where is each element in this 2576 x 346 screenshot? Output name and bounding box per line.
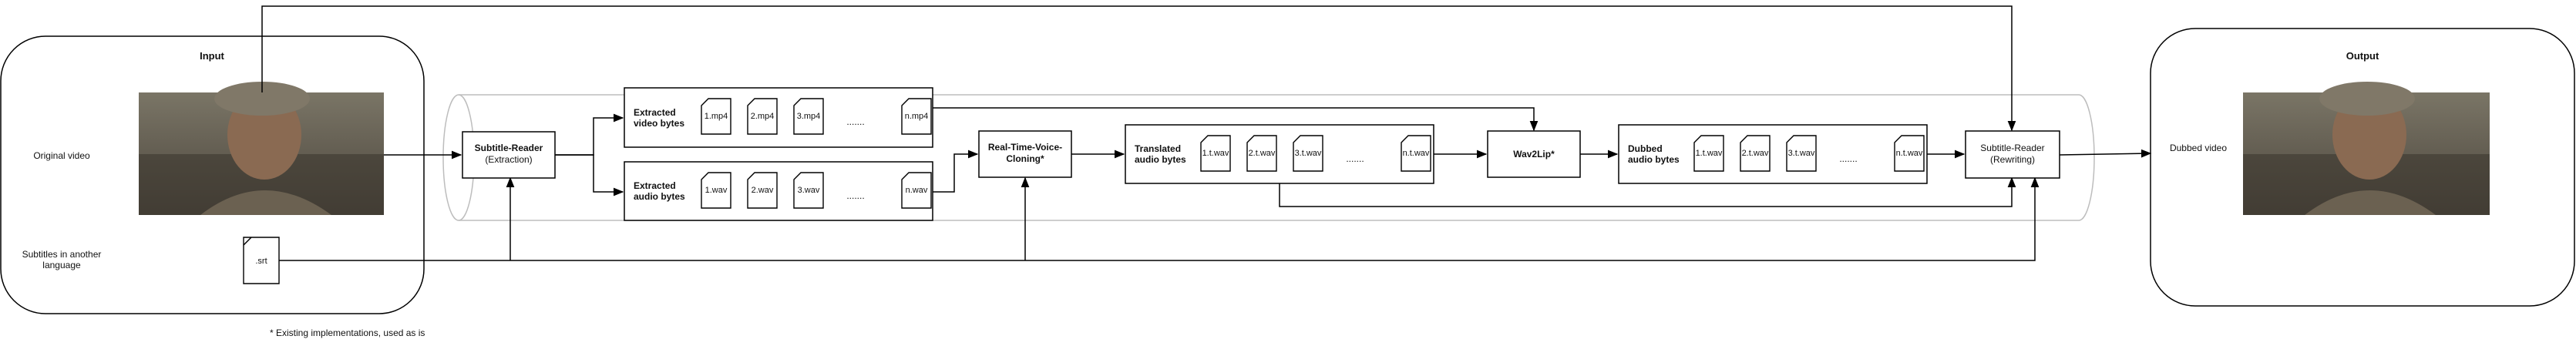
file-icon (1200, 135, 1231, 172)
file-name: 1.t.wav (1202, 149, 1229, 158)
subtitles-label-line2: language (42, 260, 81, 270)
node-subtitle-reader-rewriting: Subtitle-Reader (Rewriting) (1965, 130, 2060, 179)
ellipsis-label: ....... (846, 190, 864, 201)
output-panel-title: Output (2346, 50, 2379, 62)
translated-label-1: Translated (1135, 143, 1181, 154)
file-name: 3.wav (798, 186, 820, 195)
file-icon (1786, 135, 1817, 172)
output-video-thumbnail (2243, 82, 2490, 215)
edges (261, 5, 2152, 261)
file-icon (1894, 135, 1925, 172)
file-icon (901, 172, 932, 209)
file-icon (1693, 135, 1724, 172)
file-name: 1.wav (705, 186, 728, 195)
ellipsis-label: ....... (1346, 153, 1364, 164)
srt-file-icon: .srt (243, 237, 280, 284)
edge-extraction-to-audio-bytes (555, 154, 624, 197)
wav2lip-title: Wav2Lip* (1513, 149, 1555, 160)
file-icon (701, 172, 731, 209)
original-video-label: Original video (33, 150, 90, 161)
file-icon (747, 172, 778, 209)
file-icon (901, 98, 932, 135)
rewriting-subtitle: (Rewriting) (1990, 154, 2035, 165)
file-name: 1.mp4 (705, 112, 728, 121)
file-name: 1.t.wav (1696, 149, 1723, 158)
cloning-title-1: Real-Time-Voice- (988, 142, 1062, 153)
file-icon (747, 98, 778, 135)
edge-srt-to-rewriting (279, 176, 2040, 261)
srt-file-label: .srt (255, 257, 267, 266)
cloning-title-2: Cloning* (1006, 153, 1044, 164)
input-panel: Input Original video Subtitles in anothe… (0, 35, 425, 314)
footnote: * Existing implementations, used as is (270, 328, 425, 338)
file-name: 3.t.wav (1788, 149, 1815, 158)
subtitles-label-line1: Subtitles in another (22, 249, 102, 260)
file-icon (1293, 135, 1323, 172)
node-subtitle-reader-extraction: Subtitle-Reader (Extraction) (462, 131, 556, 179)
file-name: n.t.wav (1896, 149, 1923, 158)
input-panel-title: Input (200, 50, 224, 62)
translated-label-2: audio bytes (1135, 154, 1186, 165)
file-icon (793, 98, 824, 135)
input-video-thumbnail (139, 82, 384, 215)
node-extracted-video-bytes: Extracted video bytes 1.mp4 2.mp4 3.mp4...… (624, 87, 933, 148)
edge-extraction-to-video-bytes (555, 113, 624, 156)
dubbed-label-1: Dubbed (1628, 143, 1663, 154)
file-name: n.t.wav (1403, 149, 1430, 158)
file-name: 3.mp4 (797, 112, 821, 121)
extraction-subtitle: (Extraction) (485, 154, 532, 165)
file-name: 3.t.wav (1295, 149, 1322, 158)
file-icon (793, 172, 824, 209)
edge-video-to-rewriting (261, 5, 2016, 132)
file-icon (701, 98, 731, 135)
file-name: n.wav (906, 186, 928, 195)
translated-files: 1.t.wav 2.t.wav 3.t.wav....... n.t.wav (1200, 135, 1431, 172)
node-wav2lip: Wav2Lip* (1487, 130, 1581, 178)
edge-rewriting-to-output (2059, 149, 2152, 158)
video-bytes-label-1: Extracted (634, 107, 676, 118)
audio-bytes-label-2: audio bytes (634, 191, 685, 202)
rewriting-title: Subtitle-Reader (1980, 143, 2044, 153)
audio-bytes-label-1: Extracted (634, 180, 676, 191)
ellipsis-label: ....... (846, 116, 864, 127)
edge-translated-to-rewriting (1279, 176, 2016, 207)
extraction-title: Subtitle-Reader (475, 143, 543, 153)
edge-audio-bytes-to-cloning (933, 149, 979, 193)
file-name: 2.t.wav (1249, 149, 1276, 158)
file-icon (1246, 135, 1277, 172)
file-name: 2.t.wav (1742, 149, 1769, 158)
node-dubbed-audio-bytes: Dubbed audio bytes 1.t.wav 2.t.wav 3.t.wav… (1618, 124, 1928, 184)
dubbed-files: 1.t.wav 2.t.wav 3.t.wav....... n.t.wav (1693, 135, 1925, 172)
file-icon (1740, 135, 1771, 172)
output-panel: Output Dubbed video (2150, 28, 2575, 307)
dubbed-video-label: Dubbed video (2170, 143, 2227, 153)
video-files: 1.mp4 2.mp4 3.mp4....... n.mp4 (701, 98, 932, 135)
file-icon (1401, 135, 1431, 172)
edge-video-bytes-to-wav2lip (933, 107, 1539, 132)
dubbed-label-2: audio bytes (1628, 154, 1680, 165)
node-voice-cloning: Real-Time-Voice- Cloning* (978, 130, 1072, 178)
file-name: 2.wav (752, 186, 774, 195)
ellipsis-label: ....... (1839, 153, 1857, 164)
file-name: n.mp4 (905, 112, 929, 121)
node-translated-audio-bytes: Translated audio bytes 1.t.wav 2.t.wav 3.t… (1125, 124, 1434, 184)
video-bytes-label-2: video bytes (634, 118, 684, 129)
file-name: 2.mp4 (751, 112, 775, 121)
node-extracted-audio-bytes: Extracted audio bytes 1.wav 2.wav 3.wav...… (624, 161, 933, 221)
audio-files: 1.wav 2.wav 3.wav....... n.wav (701, 172, 932, 209)
